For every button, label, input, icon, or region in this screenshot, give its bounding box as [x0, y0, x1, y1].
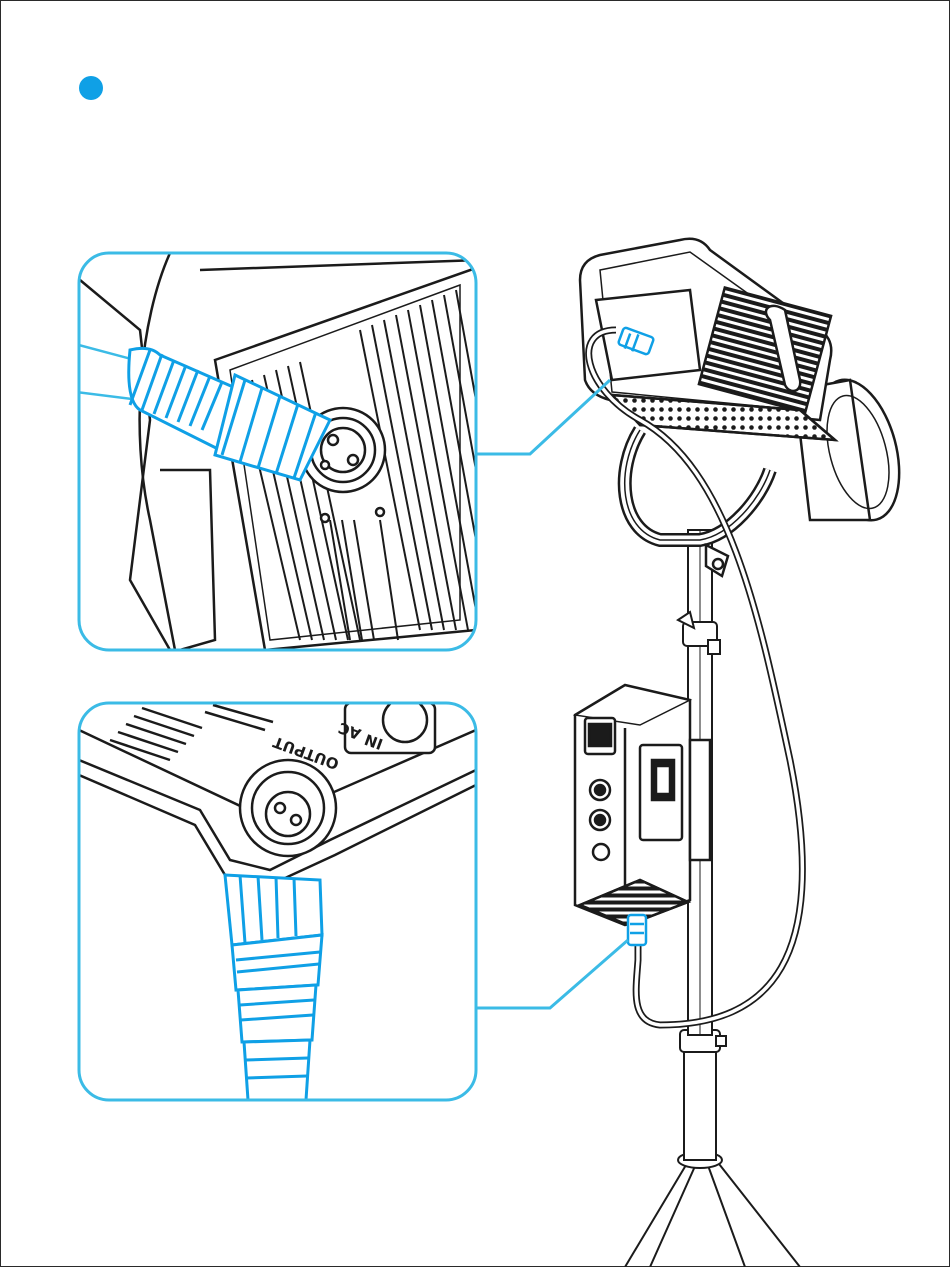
- control-output-plug: [628, 915, 646, 945]
- top-callout-leader: [476, 380, 610, 454]
- bottom-callout-panel: OUTPUT AC IN: [79, 698, 476, 1100]
- bottom-callout-leader: [476, 940, 628, 1008]
- control-box: [575, 685, 710, 925]
- light-head: [580, 239, 913, 576]
- top-callout-panel: [60, 253, 480, 650]
- step-marker-dot: [79, 76, 103, 100]
